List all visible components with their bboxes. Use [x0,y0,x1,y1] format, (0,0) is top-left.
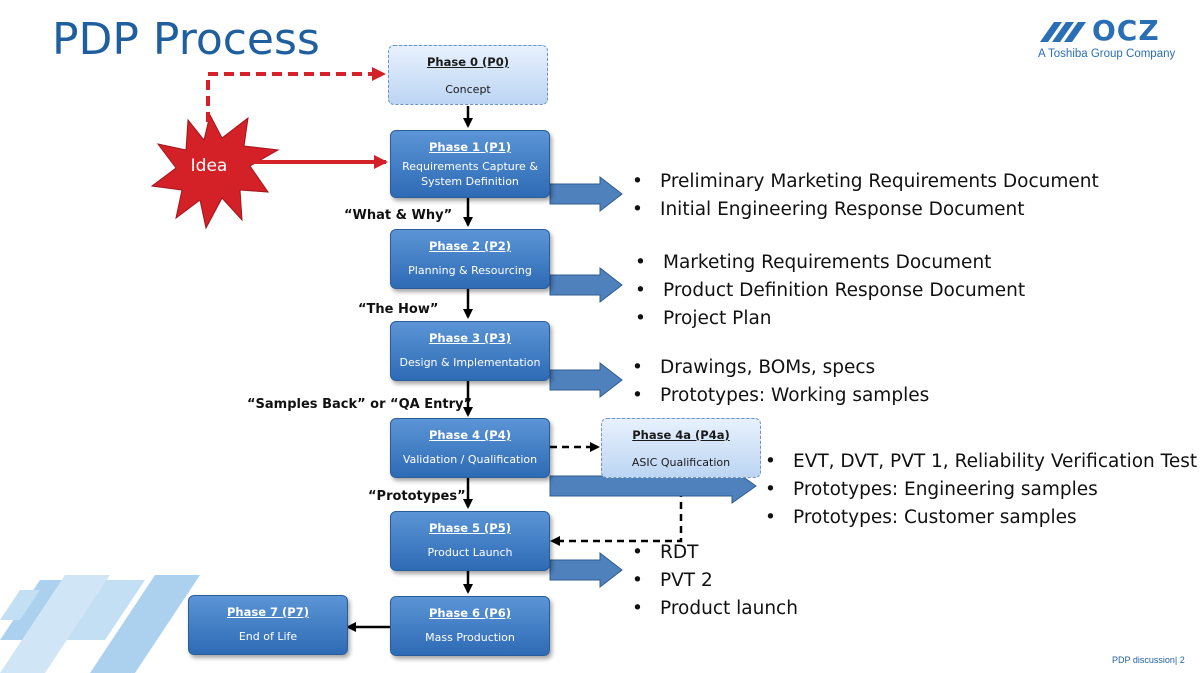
phase-2-box: Phase 2 (P2) Planning & Resourcing [390,229,550,289]
list-item: Marketing Requirements Document [635,249,1025,277]
idea-to-concept-arrow [206,67,386,122]
idea-starburst-icon [150,113,280,230]
list-item: Product launch [632,595,798,623]
phase-3-box: Phase 3 (P3) Design & Implementation [390,321,550,381]
deliverable-arrows [549,175,757,589]
phase-title: Phase 6 (P6) [429,606,511,620]
list-item: Prototypes: Engineering samples [765,476,1197,504]
phase-1-box: Phase 1 (P1) Requirements Capture & Syst… [390,130,550,198]
phase-title: Phase 0 (P0) [427,55,509,69]
phase-0-box: Phase 0 (P0) Concept [388,45,548,105]
footer-page-number: PDP discussion| 2 [1112,655,1185,665]
phase-4-box: Phase 4 (P4) Validation / Qualification [390,418,550,478]
transition-label: “Prototypes” [368,489,466,504]
deliverables-p1: Preliminary Marketing Requirements Docum… [632,168,1099,224]
transition-label: “The How” [358,302,439,317]
list-item: Initial Engineering Response Document [632,196,1099,224]
logo-brand: OCZ [1092,14,1160,47]
deliverables-p2: Marketing Requirements Document Product … [635,249,1025,333]
phase-desc: Mass Production [425,631,515,644]
list-item: Product Definition Response Document [635,277,1025,305]
phase-desc: Requirements Capture & System Definition [402,160,538,188]
phase-title: Phase 4a (P4a) [632,428,730,442]
deliverables-p4: EVT, DVT, PVT 1, Reliability Verificatio… [765,448,1197,532]
phase-title: Phase 2 (P2) [429,239,511,253]
phase-6-box: Phase 6 (P6) Mass Production [390,596,550,656]
transition-label: “Samples Back” or “QA Entry” [247,397,472,412]
phase-4a-box: Phase 4a (P4a) ASIC Qualification [601,418,761,478]
phase-desc: End of Life [238,630,298,643]
list-item: Prototypes: Customer samples [765,504,1197,532]
phase-title: Phase 5 (P5) [429,521,511,535]
phase-desc: Planning & Resourcing [408,264,532,277]
phase-7-box: Phase 7 (P7) End of Life [188,595,348,655]
list-item: EVT, DVT, PVT 1, Reliability Verificatio… [765,448,1197,476]
idea-label: Idea [190,156,228,176]
logo-tagline: A Toshiba Group Company [1038,48,1176,60]
list-item: Prototypes: Working samples [632,382,929,410]
phase-desc: ASIC Qualification [631,456,731,469]
phase-desc: Design & Implementation [399,356,541,369]
phase-title: Phase 4 (P4) [429,428,511,442]
list-item: RDT [632,539,798,567]
phase-5-box: Phase 5 (P5) Product Launch [390,511,550,571]
list-item: PVT 2 [632,567,798,595]
list-item: Drawings, BOMs, specs [632,354,929,382]
list-item: Project Plan [635,305,1025,333]
transition-label: “What & Why” [344,208,453,223]
deliverables-p5: RDT PVT 2 Product launch [632,539,798,623]
phase-desc: Product Launch [427,546,513,559]
phase-title: Phase 7 (P7) [227,605,309,619]
ocz-logo-mark [1040,22,1086,42]
deliverables-p3: Drawings, BOMs, specs Prototypes: Workin… [632,354,929,410]
phase-title: Phase 1 (P1) [429,140,511,154]
decorative-stripes [0,575,200,673]
page-title: PDP Process [52,14,320,65]
phase-title: Phase 3 (P3) [429,331,511,345]
list-item: Preliminary Marketing Requirements Docum… [632,168,1099,196]
phase-desc: Concept [445,83,491,96]
phase-flow-arrows [346,106,473,632]
phase-desc: Validation / Qualification [402,453,538,466]
